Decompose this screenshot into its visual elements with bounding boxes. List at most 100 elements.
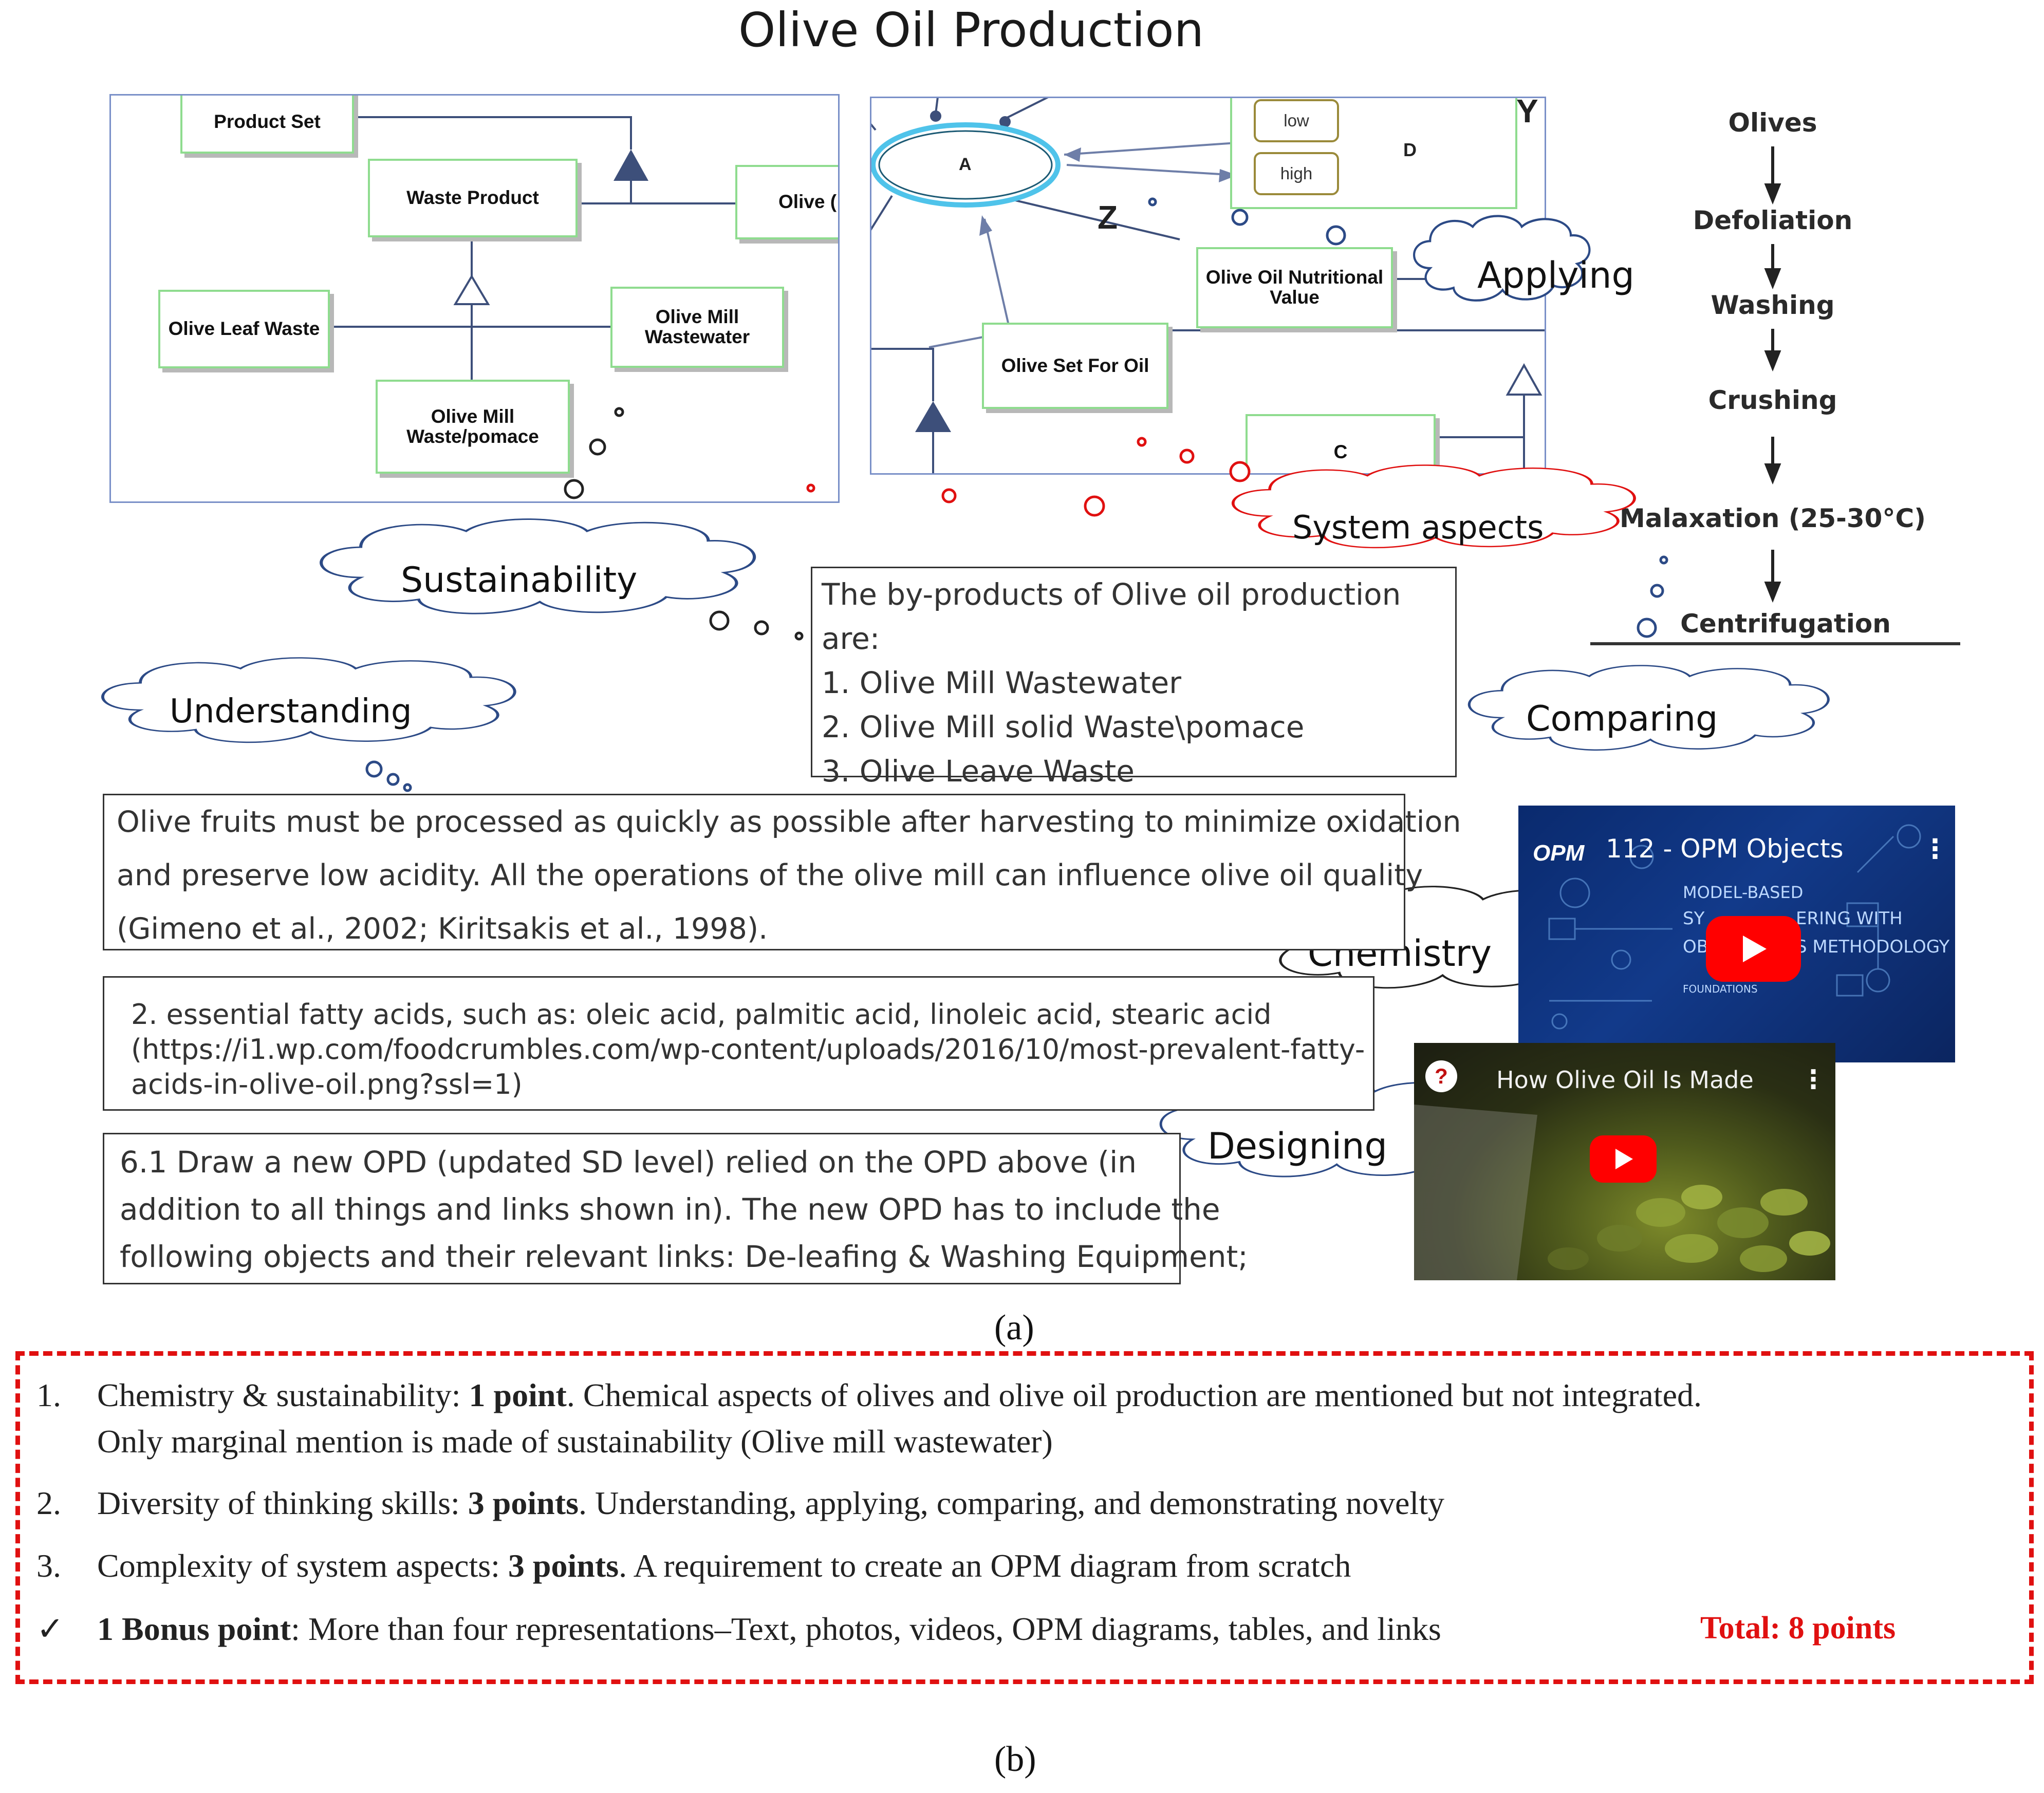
- opm-object-product-set: Product Set: [180, 96, 354, 154]
- rubric-total: Total: 8 points: [1700, 1611, 1896, 1646]
- video1-background-diagram: [1548, 824, 1921, 1030]
- fatty-acids-line-3: acids-in-olive-oil.png?ssl=1): [131, 1068, 523, 1100]
- video1-opm-logo: OPM: [1533, 841, 1585, 866]
- down-arrow-icon: [1764, 350, 1781, 372]
- rubric-item-1-text: . Chemical aspects of olives and olive o…: [566, 1377, 1702, 1413]
- video-thumbnail-olive-oil[interactable]: ? How Olive Oil Is Made ⋮: [1414, 1043, 1835, 1280]
- rubric-item-1-line-2: Only marginal mention is made of sustain…: [97, 1423, 1053, 1460]
- rubric-bonus-label: 1 Bonus point: [97, 1611, 291, 1647]
- opm-object-olive-leaf-waste: Olive Leaf Waste: [158, 290, 330, 368]
- generalization-triangle-right-icon: [1506, 363, 1543, 396]
- rubric-item-3-text: . A requirement to create an OPM diagram…: [619, 1547, 1351, 1584]
- video1-title: 112 - OPM Objects: [1606, 834, 1844, 864]
- aggregation-triangle-left-icon: [915, 401, 951, 432]
- video1-bg-line-2a: SY: [1683, 908, 1705, 929]
- caption-b: (b): [994, 1740, 1036, 1779]
- state-high: high: [1254, 152, 1339, 195]
- task-line-3: following objects and their relevant lin…: [120, 1239, 1248, 1274]
- byproducts-item-1: 1. Olive Mill Wastewater: [822, 665, 1181, 700]
- video1-menu-icon[interactable]: ⋮: [1922, 834, 1948, 865]
- opm-panel-left: Product Set Waste Product Olive ( Olive …: [109, 94, 840, 503]
- play-button-icon[interactable]: [1706, 916, 1801, 982]
- video2-olives-image: [1414, 1105, 1830, 1280]
- flow-step-olives: Olives: [1728, 108, 1817, 138]
- byproducts-box: The by-products of Olive oil production …: [811, 567, 1457, 789]
- fatty-acids-line-2: (https://i1.wp.com/foodcrumbles.com/wp-c…: [131, 1033, 1365, 1066]
- flow-step-defoliation: Defoliation: [1693, 206, 1853, 235]
- flow-step-malaxation: Malaxation (25-30°C): [1619, 503, 1926, 533]
- aggregation-triangle-icon: [614, 150, 648, 181]
- opm-panel-right: A low high D Y Z Olive Oil Nutritional V…: [870, 97, 1546, 475]
- down-arrow-icon: [1764, 582, 1781, 603]
- flow-step-washing: Washing: [1711, 290, 1835, 320]
- cloud-comparing: Comparing: [1526, 699, 1718, 739]
- opm-object-olive-set-for-oil: Olive Set For Oil: [982, 323, 1168, 409]
- rubric-item-2-text: . Understanding, applying, comparing, an…: [578, 1485, 1444, 1521]
- opm-object-nutritional-value: Olive Oil Nutritional Value: [1196, 247, 1393, 328]
- video2-title: How Olive Oil Is Made: [1496, 1066, 1754, 1094]
- rubric-item-1-score: 1 point: [469, 1377, 567, 1413]
- task-text-box: 6.1 Draw a new OPD (updated SD level) re…: [103, 1133, 1248, 1284]
- rubric-item-3-label: Complexity of system aspects:: [97, 1547, 508, 1584]
- byproducts-item-3: 3. Olive Leave Waste: [822, 754, 1135, 789]
- cloud-understanding: Understanding: [170, 693, 412, 731]
- down-arrow-icon: [1764, 463, 1781, 485]
- rubric-item-2-label: Diversity of thinking skills:: [97, 1485, 468, 1521]
- down-arrow-icon: [1764, 268, 1781, 290]
- task-line-2: addition to all things and links shown i…: [120, 1192, 1220, 1227]
- olive-fruit-line-2: and preserve low acidity. All the operat…: [117, 858, 1423, 892]
- opm-process-a-label: A: [959, 155, 972, 174]
- flow-step-centrifugation: Centrifugation: [1680, 609, 1891, 639]
- olive-fruit-line-1: Olive fruits must be processed as quickl…: [117, 805, 1461, 839]
- opm-process-ellipse-a: [871, 122, 1061, 208]
- video1-bg-line-2b: ERING WITH: [1796, 908, 1903, 929]
- video1-bg-line-3a: OB: [1683, 937, 1709, 957]
- rubric-item-2-score: 3 points: [468, 1485, 579, 1521]
- label-z: Z: [1098, 199, 1118, 236]
- video2-menu-icon[interactable]: ⋮: [1800, 1064, 1826, 1094]
- rubric-item-2: Diversity of thinking skills: 3 points. …: [97, 1484, 1444, 1522]
- video-thumbnail-opm-objects[interactable]: OPM 112 - OPM Objects ⋮ MODEL-BASED SY E…: [1518, 806, 1955, 1062]
- state-low: low: [1254, 99, 1339, 142]
- label-y: Y: [1516, 97, 1538, 129]
- cloud-designing: Designing: [1207, 1125, 1387, 1167]
- cloud-system-aspects: System aspects: [1292, 509, 1544, 546]
- video2-channel-icon-glyph: ?: [1435, 1064, 1448, 1088]
- opm-object-olive-mill-wastewater: Olive Mill Wastewater: [610, 287, 784, 368]
- byproducts-item-2: 2. Olive Mill solid Waste\pomace: [822, 709, 1305, 744]
- fatty-acids-line-1: 2. essential fatty acids, such as: oleic…: [131, 998, 1272, 1031]
- video1-bg-line-4: FOUNDATIONS: [1683, 983, 1758, 995]
- rubric-item-1-label: Chemistry & sustainability:: [97, 1377, 469, 1413]
- rubric-item-4-text: : More than four representations–Text, p…: [291, 1611, 1441, 1647]
- rubric-item-2-number: 2.: [36, 1485, 61, 1521]
- scoring-rubric: 1. Chemistry & sustainability: 1 point. …: [15, 1351, 2034, 1684]
- olive-fruit-line-3: (Gimeno et al., 2002; Kiritsakis et al.,…: [117, 912, 768, 946]
- opm-object-waste-product: Waste Product: [368, 159, 578, 237]
- rubric-item-3: Complexity of system aspects: 3 points. …: [97, 1547, 1351, 1585]
- video1-bg-line-1: MODEL-BASED: [1683, 883, 1804, 902]
- rubric-item-1: Chemistry & sustainability: 1 point. Che…: [97, 1376, 1702, 1414]
- rubric-item-3-number: 3.: [36, 1547, 61, 1584]
- opm-object-d-label: D: [1403, 139, 1417, 160]
- olive-fruit-text-box: Olive fruits must be processed as quickl…: [103, 794, 1461, 950]
- opm-object-c: C: [1246, 414, 1436, 473]
- figure-title: Olive Oil Production: [738, 3, 1204, 58]
- rubric-item-1-number: 1.: [36, 1377, 61, 1413]
- byproducts-heading: The by-products of Olive oil production …: [822, 577, 1401, 656]
- video2-channel-icon: ?: [1425, 1060, 1457, 1092]
- cloud-sustainability: Sustainability: [401, 560, 638, 601]
- fatty-acids-box: 2. essential fatty acids, such as: oleic…: [103, 976, 1374, 1111]
- opm-object-olive-partial: Olive (: [735, 165, 838, 239]
- flow-step-crushing: Crushing: [1708, 385, 1837, 415]
- rubric-item-3-score: 3 points: [508, 1547, 619, 1584]
- opm-object-olive-mill-pomace: Olive Mill Waste/pomace: [376, 380, 570, 474]
- play-button-icon[interactable]: [1590, 1135, 1657, 1183]
- rubric-item-4: 1 Bonus point: More than four representa…: [97, 1610, 1441, 1648]
- cloud-applying: Applying: [1477, 254, 1634, 296]
- check-mark-icon: ✓: [36, 1611, 64, 1647]
- down-arrow-icon: [1764, 183, 1781, 205]
- generalization-triangle-icon: [453, 274, 490, 305]
- caption-a: (a): [994, 1308, 1034, 1348]
- task-line-1: 6.1 Draw a new OPD (updated SD level) re…: [120, 1145, 1137, 1180]
- video1-bg-line-3b: S METHODOLOGY: [1796, 937, 1950, 957]
